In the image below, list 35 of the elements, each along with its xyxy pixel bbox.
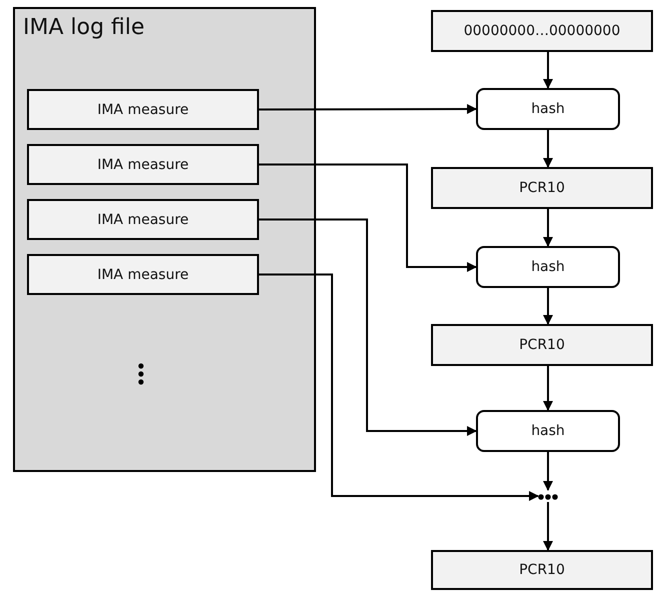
pcr-register-box: [431, 324, 653, 366]
arrow: [543, 288, 553, 325]
arrow: [543, 502, 553, 551]
box-label: IMA measure: [97, 102, 189, 118]
measure-box: [27, 254, 259, 295]
hash-box: [476, 246, 620, 288]
box-label: PCR10: [519, 337, 565, 353]
arrow: [543, 209, 553, 247]
measure-box: [27, 89, 259, 130]
arrow: [259, 164, 477, 272]
arrow: [543, 366, 553, 411]
box-label: hash: [531, 259, 565, 275]
arrow: [259, 274, 539, 501]
box-label: IMA measure: [97, 212, 189, 228]
arrow: [259, 104, 477, 114]
hash-box: [476, 410, 620, 452]
box-label: PCR10: [519, 180, 565, 196]
pcr-register-box: [431, 550, 653, 590]
panel-title: IMA log file: [23, 15, 145, 40]
arrow: [543, 52, 553, 89]
measure-box: [27, 199, 259, 240]
arrow: [259, 218, 477, 436]
arrow: [543, 452, 553, 491]
box-label: hash: [531, 423, 565, 439]
hash-box: [476, 88, 620, 130]
box-label: 00000000…00000000: [464, 23, 620, 39]
initial-value-box: [431, 10, 653, 52]
arrow: [543, 130, 553, 168]
box-label: hash: [531, 101, 565, 117]
log-file-panel: [13, 7, 316, 472]
box-label: IMA measure: [97, 156, 189, 172]
box-label: IMA measure: [97, 266, 189, 282]
box-label: PCR10: [519, 562, 565, 578]
measure-box: [27, 144, 259, 185]
pcr-register-box: [431, 167, 653, 209]
